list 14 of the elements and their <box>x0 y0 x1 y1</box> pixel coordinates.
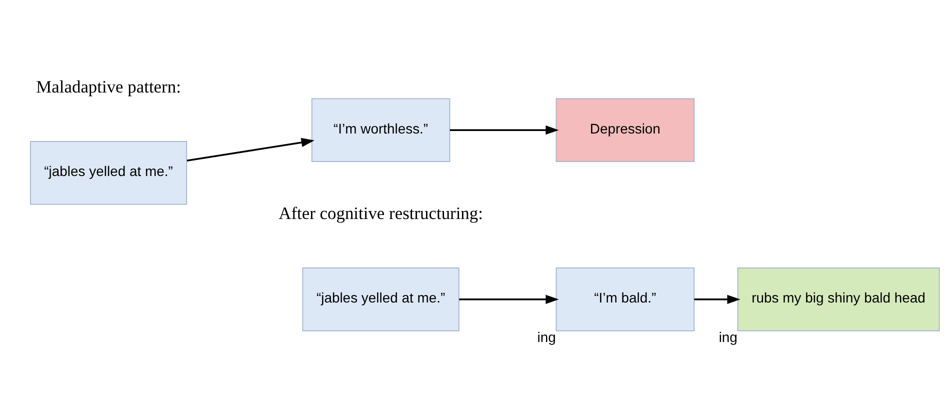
node-box: “jables yelled at me.” <box>30 141 188 205</box>
node-box: Depression <box>556 98 695 162</box>
arrow <box>459 294 559 304</box>
node-box: “jables yelled at me.” <box>302 268 460 332</box>
node-box: rubs my big shiny bald head <box>737 268 940 332</box>
node-label: ing <box>537 328 556 345</box>
node-box: “I’m worthless.” <box>311 98 450 162</box>
arrow <box>450 126 559 135</box>
node-label: ing <box>718 328 738 345</box>
label: After cognitive restructuring: <box>278 203 483 224</box>
label: Maladaptive pattern: <box>36 76 181 97</box>
arrow <box>186 138 314 162</box>
arrow <box>694 294 740 304</box>
node-box: “I’m bald.” <box>556 268 695 332</box>
